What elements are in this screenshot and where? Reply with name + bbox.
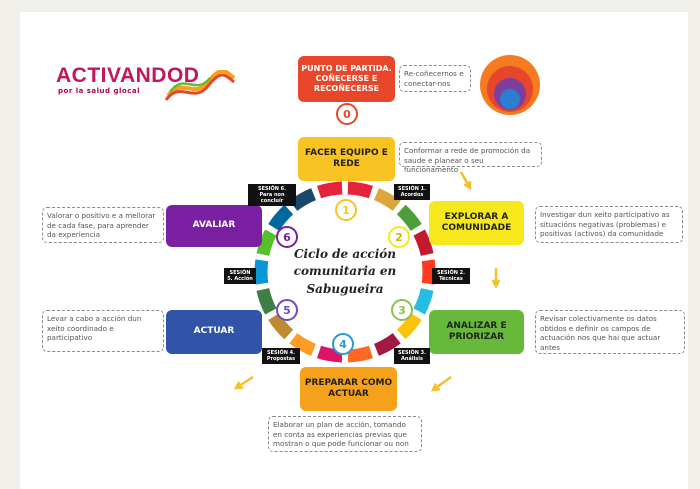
stage-analyze-box[interactable]: ANALIZAR E PRIORIZAR bbox=[429, 310, 524, 354]
logo-name: ACTIVANDOD bbox=[56, 64, 200, 87]
stage-prepare-box[interactable]: PREPARAR COMO ACTUAR bbox=[300, 367, 397, 411]
ring-segment bbox=[396, 312, 422, 340]
ring-segment bbox=[268, 204, 294, 232]
ring-segment bbox=[256, 229, 277, 257]
stage-team-box[interactable]: FACER EQUIPO E REDE bbox=[298, 137, 395, 181]
step-number-6: 6 bbox=[276, 226, 298, 248]
flow-arrows bbox=[233, 171, 501, 392]
nested-circles-icon bbox=[480, 55, 540, 115]
diagram-canvas: ACTIVANDOD por la salud glocal Ciclo de … bbox=[20, 12, 688, 489]
ring-segment bbox=[268, 312, 294, 340]
ring-segment bbox=[413, 287, 434, 315]
session-tag-2: SESIÓN 2. Técnicas bbox=[432, 268, 470, 284]
session-tag-6: SESIÓN 6. Para non concluír bbox=[248, 184, 296, 206]
logo-wave-icon bbox=[164, 70, 236, 101]
logo-tagline: por la salud glocal bbox=[58, 87, 140, 95]
ring-segment bbox=[317, 345, 343, 363]
cycle-title: Ciclo de acción comunitaria en Sabugueir… bbox=[293, 247, 397, 296]
ring-segment bbox=[373, 332, 401, 356]
step-number-4: 4 bbox=[332, 333, 354, 355]
step-number-0: 0 bbox=[336, 103, 358, 125]
ring-segment bbox=[289, 332, 317, 356]
step-number-3: 3 bbox=[391, 299, 413, 321]
note-prepare: Elaborar un plan de acción, tomando en c… bbox=[268, 416, 422, 452]
stage-act-box[interactable]: ACTUAR bbox=[166, 310, 262, 354]
session-tag-1: SESIÓN 1. Acordos bbox=[394, 184, 430, 200]
step-number-2: 2 bbox=[388, 226, 410, 248]
ring-segment bbox=[396, 204, 422, 232]
note-explore: Investigar dun xeito participativo as si… bbox=[535, 206, 683, 243]
stage-evaluate-box[interactable]: AVALIAR bbox=[166, 205, 262, 247]
ring-segment bbox=[256, 287, 277, 315]
step-number-5: 5 bbox=[276, 299, 298, 321]
note-analyze: Revisar colectivamente os datos obtidos … bbox=[535, 310, 685, 354]
ring-segment bbox=[347, 345, 373, 363]
arrow-icon bbox=[233, 375, 254, 390]
session-tag-3: SESIÓN 3. Análisis bbox=[394, 348, 430, 364]
ring-segment bbox=[317, 181, 343, 199]
ring-segment bbox=[347, 181, 373, 199]
ring-segment bbox=[254, 259, 269, 285]
stage-explore-box[interactable]: EXPLORAR A COMUNIDADE bbox=[429, 201, 524, 245]
note-act: Levar a cabo a acción dun xeito coordina… bbox=[42, 310, 164, 352]
cycle-ring bbox=[254, 181, 436, 363]
ring-segment bbox=[413, 229, 434, 257]
logo: ACTIVANDOD por la salud glocal bbox=[56, 64, 236, 116]
note-evaluate: Valorar o positivo e a mellorar de cada … bbox=[42, 207, 164, 243]
arrow-icon bbox=[459, 171, 472, 191]
session-tag-4: SESIÓN 4. Propostas bbox=[262, 348, 300, 364]
stage-start-box[interactable]: PUNTO DE PARTIDA. COÑECERSE E RECOÑECERS… bbox=[298, 56, 395, 102]
arrow-icon bbox=[430, 375, 452, 392]
step-number-1: 1 bbox=[335, 199, 357, 221]
ring-segment bbox=[373, 188, 401, 212]
note-start: Re-coñecernos e conectar-nos bbox=[399, 65, 471, 92]
session-tag-5: SESIÓN 5. Acción bbox=[224, 268, 256, 284]
arrow-icon bbox=[491, 268, 501, 289]
ring-segment bbox=[421, 259, 436, 285]
note-team: Conformar a rede de promoción da saude e… bbox=[399, 142, 542, 174]
